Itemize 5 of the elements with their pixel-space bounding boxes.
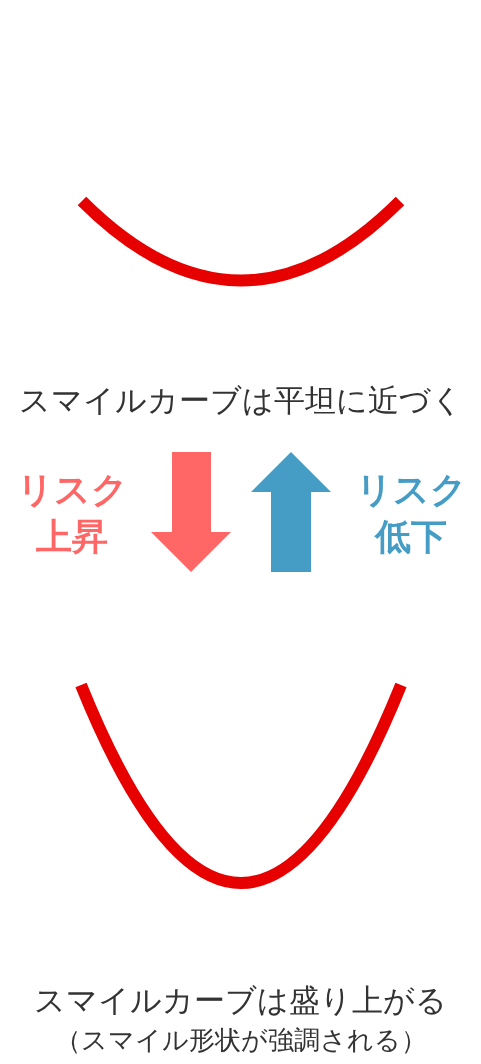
caption-note: （スマイル形状が強調される）	[54, 1024, 427, 1057]
curve-caption: スマイルカーブは盛り上がる	[34, 981, 447, 1020]
risk-label: リスク上昇	[16, 468, 128, 559]
risk-label: リスク低下	[355, 468, 467, 559]
curve-caption: スマイルカーブは平坦に近づく	[18, 381, 463, 420]
